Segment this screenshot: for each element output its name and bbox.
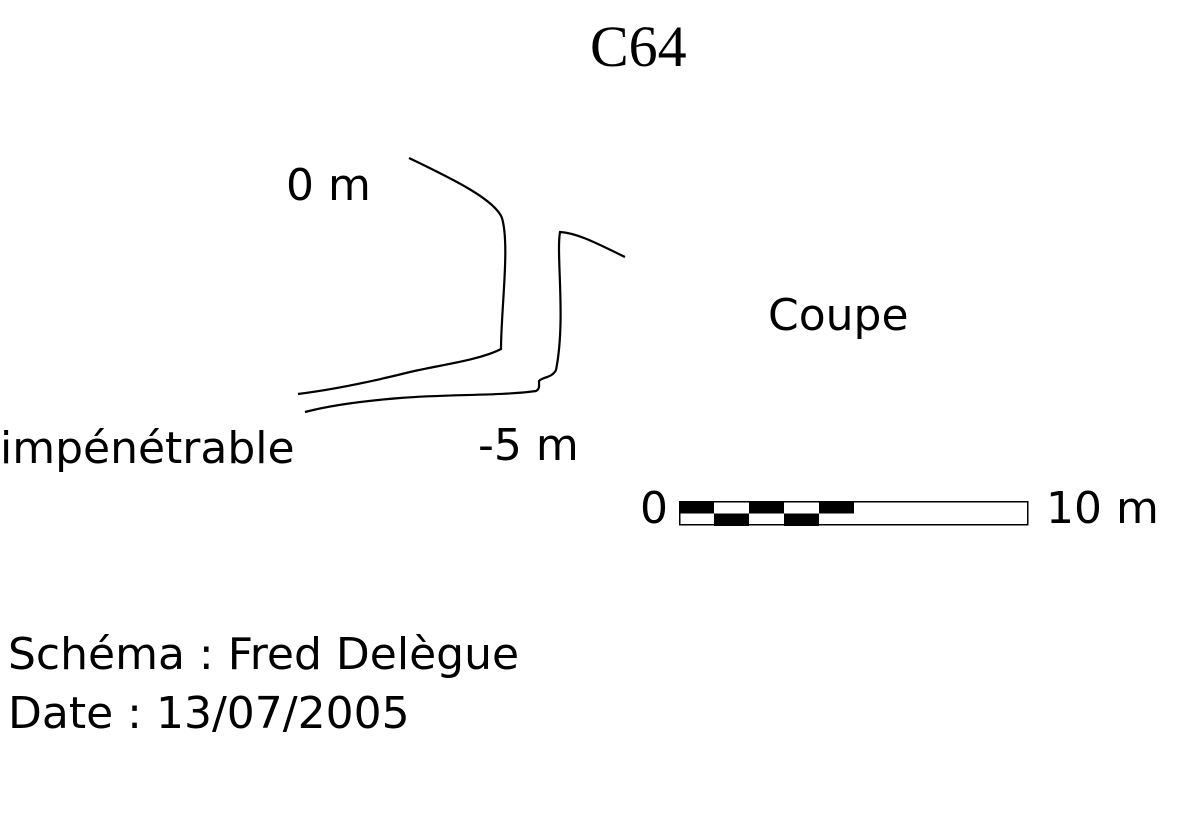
scale-end-label: 10 m (1046, 483, 1159, 534)
cave-wall-right (304, 230, 626, 414)
scale-segment (749, 501, 784, 514)
view-label: Coupe (768, 290, 909, 341)
depth-label-top: 0 m (286, 160, 371, 211)
scale-start-label: 0 (640, 483, 668, 534)
scale-segment (679, 501, 714, 514)
cave-wall-left (297, 157, 507, 396)
depth-label-bottom: -5 m (478, 420, 579, 471)
cave-title: C64 (590, 14, 687, 79)
impenetrable-annotation: impénétrable (0, 423, 295, 474)
date-credit: Date : 13/07/2005 (8, 688, 410, 739)
author-credit: Schéma : Fred Delègue (8, 629, 520, 680)
scale-segment (714, 513, 749, 526)
scale-segment (819, 501, 854, 514)
scale-bar (679, 501, 1029, 526)
scale-segment (784, 513, 819, 526)
